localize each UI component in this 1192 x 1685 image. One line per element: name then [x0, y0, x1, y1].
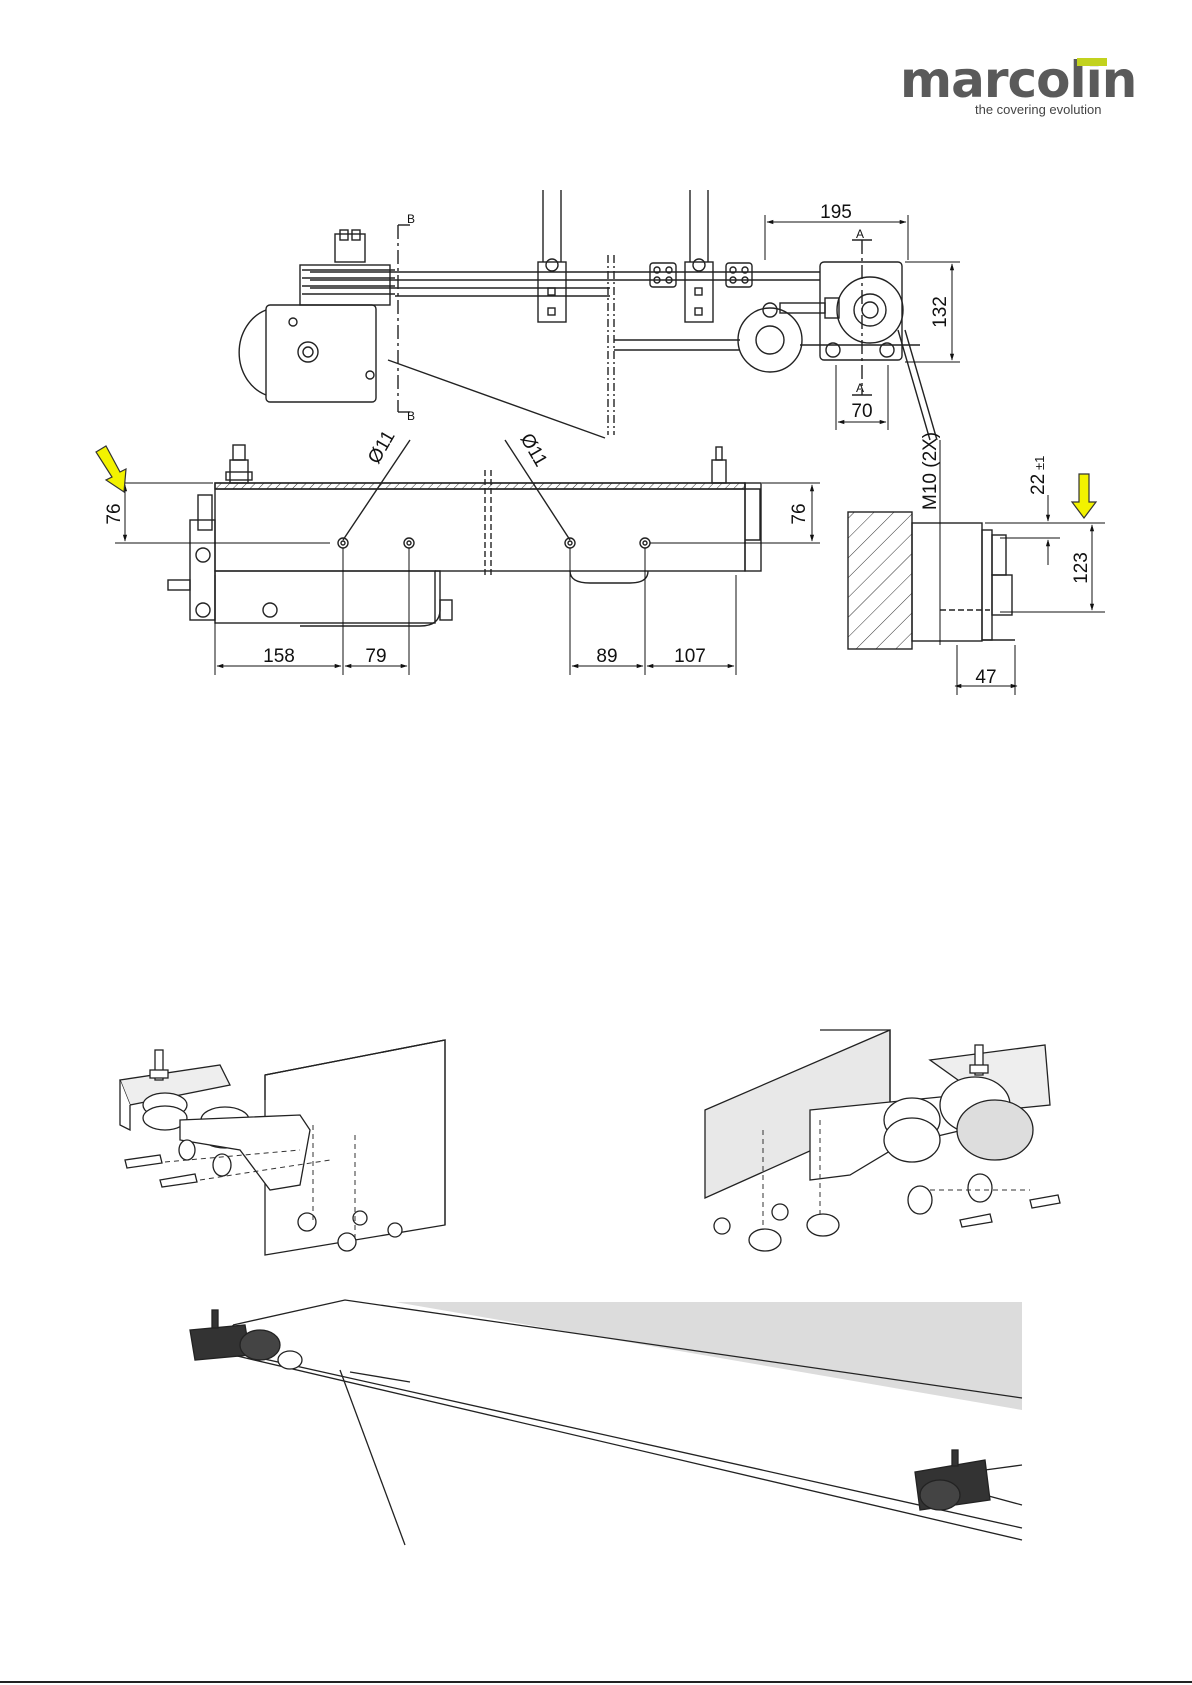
dim-123: 123	[1071, 552, 1092, 584]
pulley-block	[300, 265, 390, 305]
bolt-label: M10 (2X)	[920, 432, 941, 510]
dim-132: 132	[930, 296, 951, 328]
offset-tolerance: ±1	[1032, 456, 1047, 470]
side-view-dimensions	[115, 483, 820, 675]
offset-label: 22	[1028, 474, 1049, 495]
section-a-bottom-label: A	[856, 381, 864, 395]
side-view	[168, 440, 761, 626]
hole-left-label: Ø11	[364, 427, 399, 467]
top-view	[239, 190, 937, 440]
dim-107: 107	[674, 646, 706, 667]
motor-housing	[266, 305, 376, 402]
dim-70: 70	[851, 401, 872, 422]
section-a-top-label: A	[856, 227, 864, 241]
arrow-down-icon	[1072, 474, 1096, 518]
dim-79: 79	[365, 646, 386, 667]
section-b-bottom-label: B	[407, 409, 415, 423]
arrow-down-icon	[96, 446, 126, 492]
dim-76-right: 76	[789, 503, 810, 524]
drive-wheel	[837, 277, 903, 343]
footer-rule	[0, 1681, 1192, 1683]
bracket-left-icon	[120, 1040, 445, 1255]
assembly-view	[190, 1300, 1022, 1545]
wall-section	[848, 512, 912, 649]
section-b-top-label: B	[407, 212, 415, 226]
profile-beam	[215, 483, 745, 571]
beam-section	[912, 523, 982, 641]
motor-cover	[239, 310, 266, 395]
bracket-right-icon	[705, 1030, 1060, 1251]
section-view	[848, 512, 1015, 649]
motor-body	[215, 571, 435, 623]
dim-89: 89	[596, 646, 617, 667]
dim-47: 47	[975, 667, 996, 688]
dim-76-left: 76	[104, 503, 125, 524]
dim-158: 158	[263, 646, 295, 667]
dim-195: 195	[820, 202, 852, 223]
